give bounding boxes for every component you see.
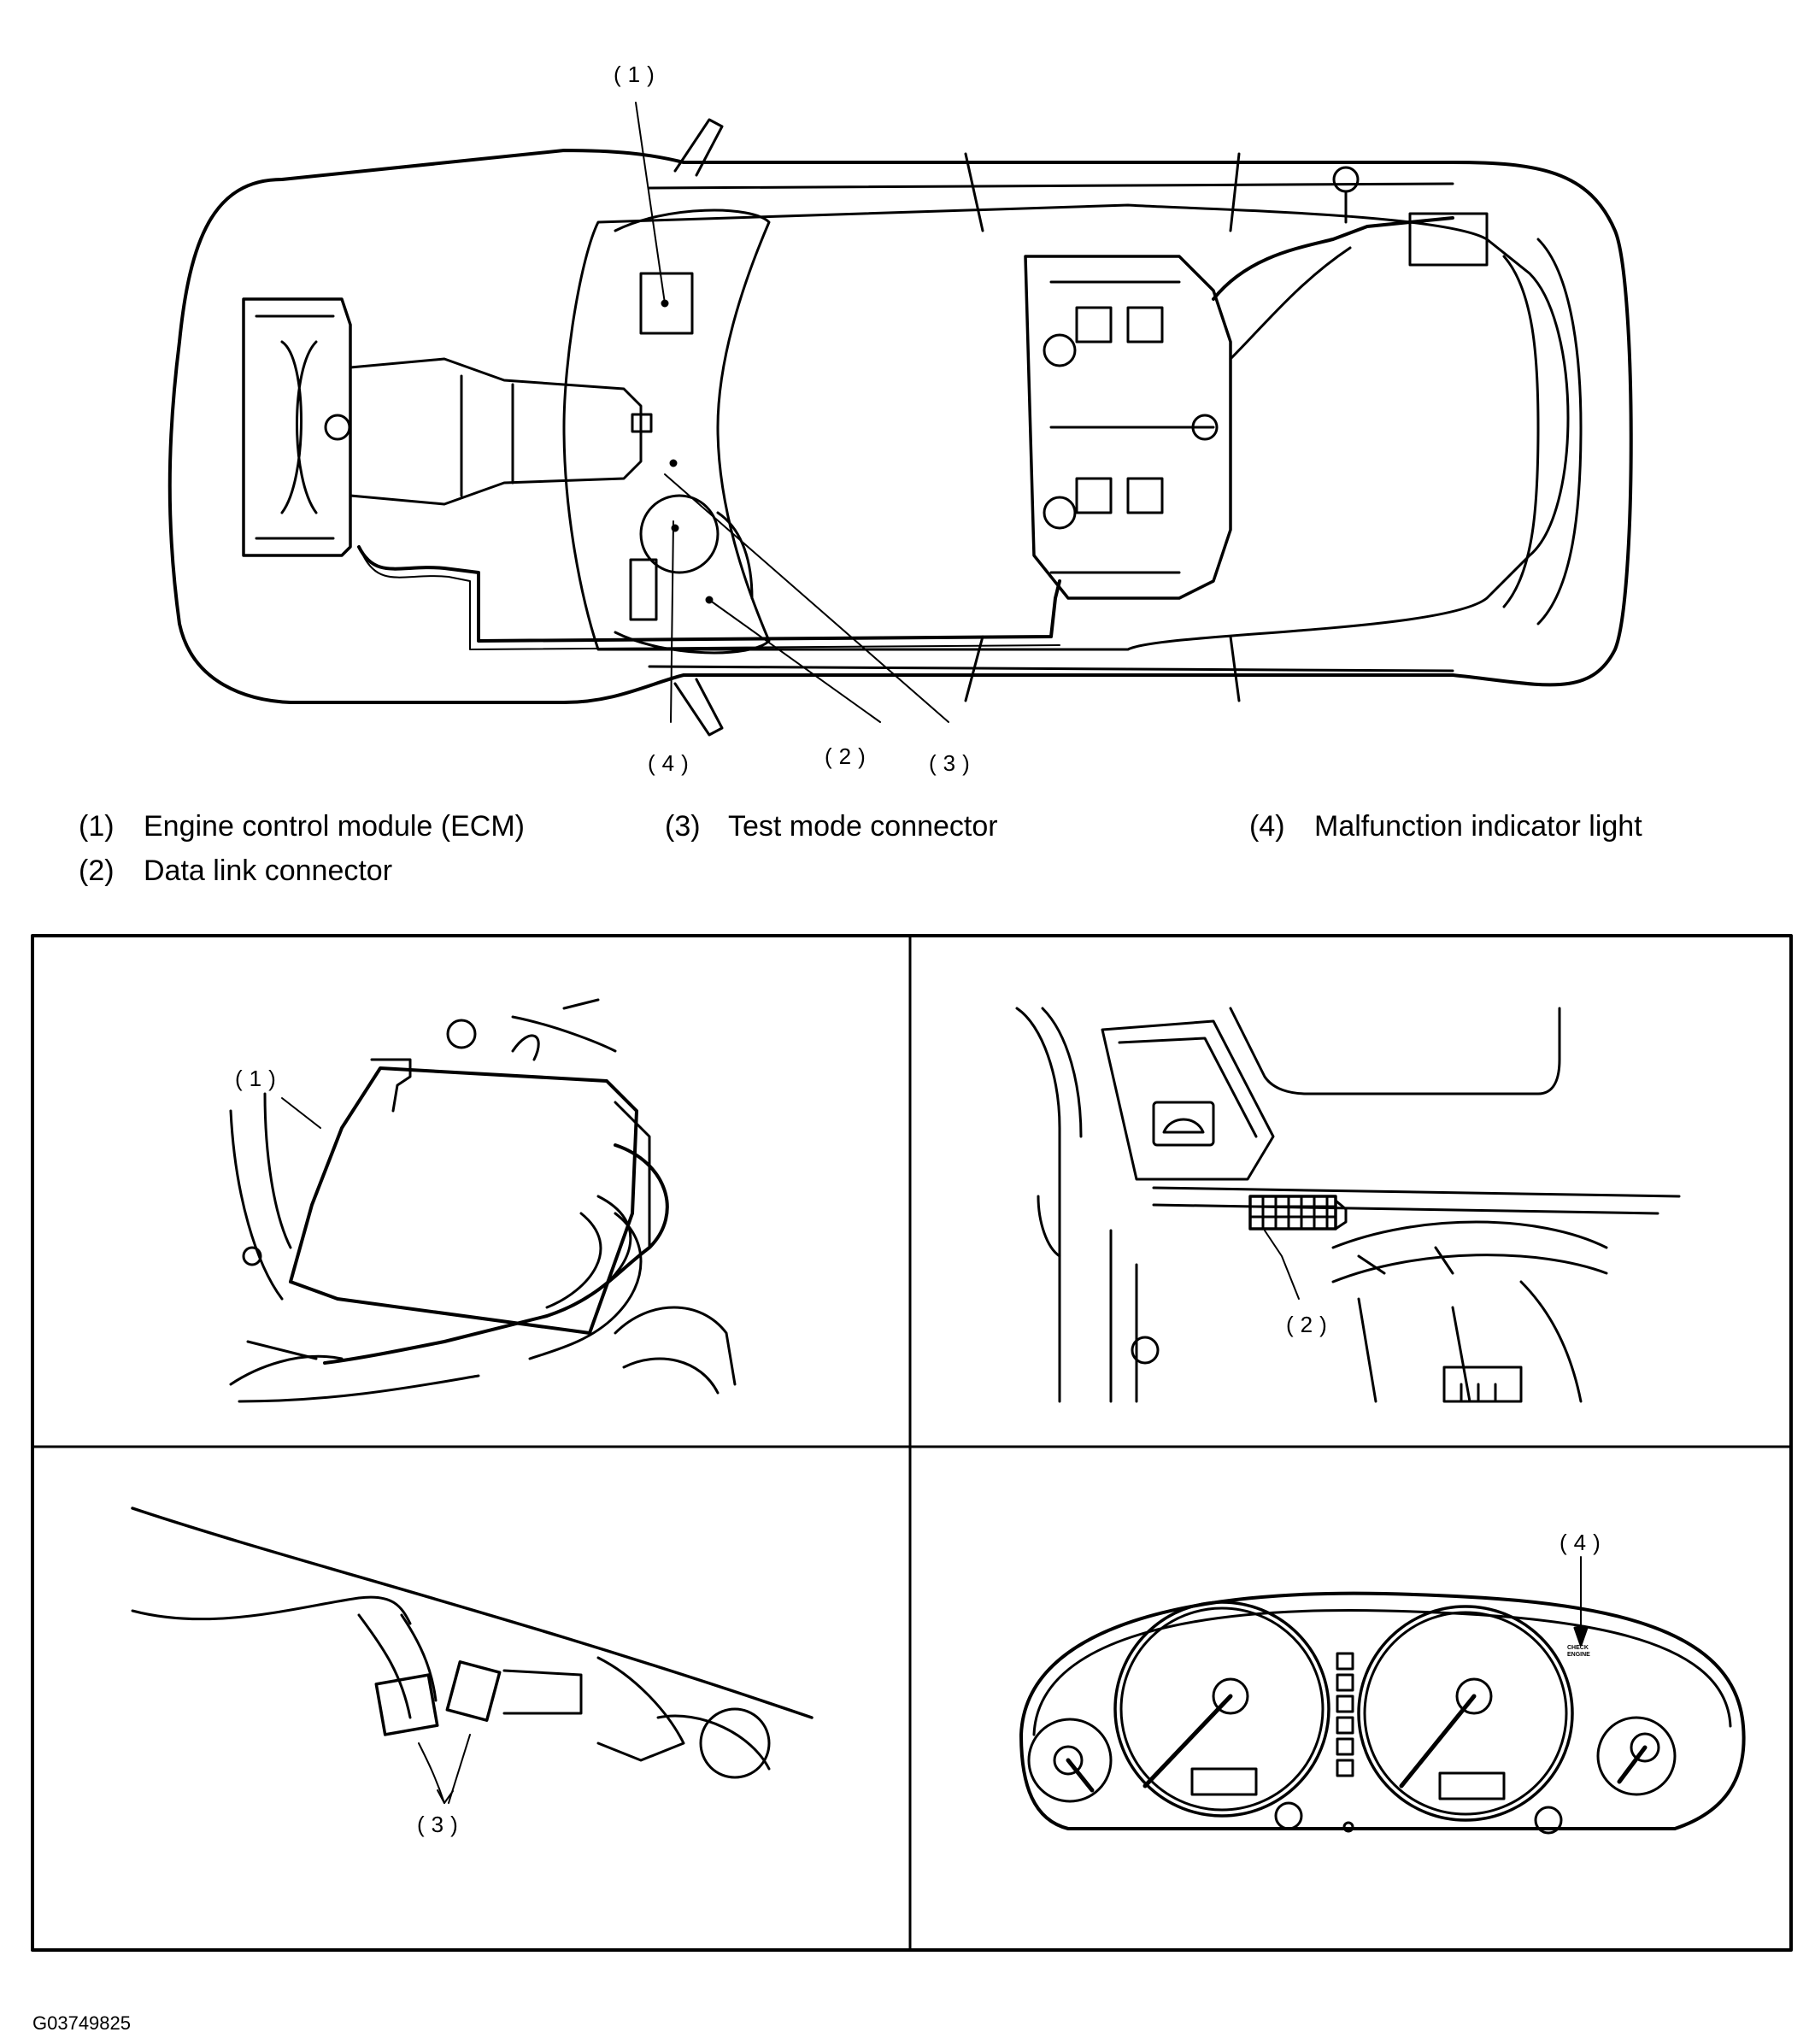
callout-mil-panel: (4) [1559,1530,1607,1555]
vehicle-top-view [167,102,1633,737]
legend-item-2-text: Data link connector [144,855,393,887]
ecm-location-box [639,272,694,335]
ecm-detail-drawing [229,998,737,1403]
legend-item-2-number: (2) [79,855,115,887]
legend-item-1-number: (1) [79,810,115,843]
legend-item-1-text: Engine control module (ECM) [144,810,525,843]
callout-ecm-top: (1) [614,62,661,87]
check-engine-label: CHECK ENGINE [1567,1645,1590,1659]
dlc-detail-drawing [1015,1007,1681,1403]
legend-item-3-text: Test mode connector [728,810,998,843]
instrument-cluster-drawing [1019,1556,1746,1835]
legend-item-4-text: Malfunction indicator light [1314,810,1642,843]
callout-ecm-panel: (1) [235,1066,283,1091]
callout-dlc-top: (2) [825,743,872,769]
legend-item-3-number: (3) [665,810,701,843]
callout-mil-top: (4) [648,750,696,776]
callout-test-top: (3) [929,750,977,776]
detail-panels-frame [31,934,1793,1952]
check-engine-label-line2: ENGINE [1567,1652,1590,1658]
check-engine-label-line1: CHECK [1567,1645,1589,1651]
callout-test-panel: (3) [417,1812,465,1837]
callout-dlc-panel: (2) [1286,1312,1334,1337]
legend-item-4-number: (4) [1249,810,1285,843]
test-mode-detail-drawing [131,1507,814,1804]
figure-id: G03749825 [32,2012,131,2034]
